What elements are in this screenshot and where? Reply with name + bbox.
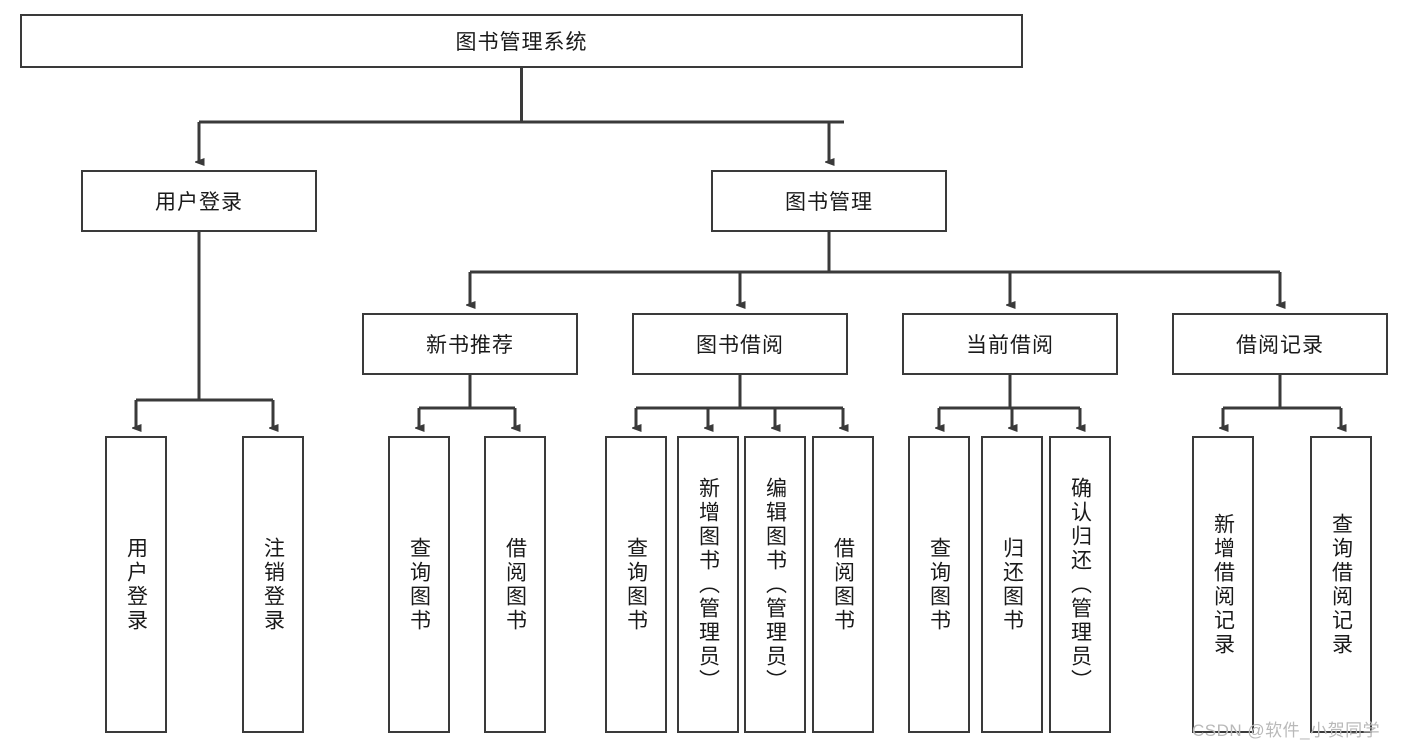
leaf-node[interactable]: 查询图书 (388, 436, 450, 733)
leaf-label: 借阅图书 (503, 536, 527, 633)
leaf-node[interactable]: 查询图书 (908, 436, 970, 733)
leaf-node[interactable]: 注销登录 (242, 436, 304, 733)
leaf-label: 编辑图书（管理员） (763, 476, 787, 693)
leaf-label: 新增借阅记录 (1211, 512, 1235, 657)
leaf-label: 借阅图书 (831, 536, 855, 633)
node-root-label: 图书管理系统 (455, 31, 588, 54)
csdn-watermark: CSDN @软件_小贺同学 (1192, 721, 1381, 740)
leaf-label: 新增图书（管理员） (696, 476, 720, 693)
leaf-node[interactable]: 新增图书（管理员） (677, 436, 739, 733)
leaf-node[interactable]: 查询借阅记录 (1310, 436, 1372, 733)
leaf-label: 查询图书 (927, 536, 951, 633)
node-borrow-record[interactable]: 借阅记录 (1172, 313, 1388, 375)
node-user-login[interactable]: 用户登录 (81, 170, 317, 232)
node-label: 用户登录 (155, 191, 243, 214)
leaf-node[interactable]: 用户登录 (105, 436, 167, 733)
leaf-label: 确认归还（管理员） (1068, 476, 1092, 693)
leaf-node[interactable]: 借阅图书 (484, 436, 546, 733)
leaf-node[interactable]: 归还图书 (981, 436, 1043, 733)
node-label: 当前借阅 (966, 334, 1054, 357)
leaf-label: 查询图书 (407, 536, 431, 633)
leaf-node[interactable]: 查询图书 (605, 436, 667, 733)
leaf-label: 查询借阅记录 (1329, 512, 1353, 657)
leaf-label: 注销登录 (261, 536, 285, 633)
leaf-node[interactable]: 新增借阅记录 (1192, 436, 1254, 733)
node-label: 图书管理 (785, 191, 873, 214)
node-root[interactable]: 图书管理系统 (20, 14, 1023, 68)
node-book-borrow[interactable]: 图书借阅 (632, 313, 848, 375)
leaf-label: 查询图书 (624, 536, 648, 633)
node-label: 图书借阅 (696, 334, 784, 357)
leaf-label: 用户登录 (124, 536, 148, 633)
node-current-borrow[interactable]: 当前借阅 (902, 313, 1118, 375)
node-new-book-recommend[interactable]: 新书推荐 (362, 313, 578, 375)
node-book-management[interactable]: 图书管理 (711, 170, 947, 232)
node-label: 借阅记录 (1236, 334, 1324, 357)
leaf-node[interactable]: 借阅图书 (812, 436, 874, 733)
leaf-node[interactable]: 编辑图书（管理员） (744, 436, 806, 733)
leaf-node[interactable]: 确认归还（管理员） (1049, 436, 1111, 733)
leaf-label: 归还图书 (1000, 536, 1024, 633)
node-label: 新书推荐 (426, 334, 514, 357)
